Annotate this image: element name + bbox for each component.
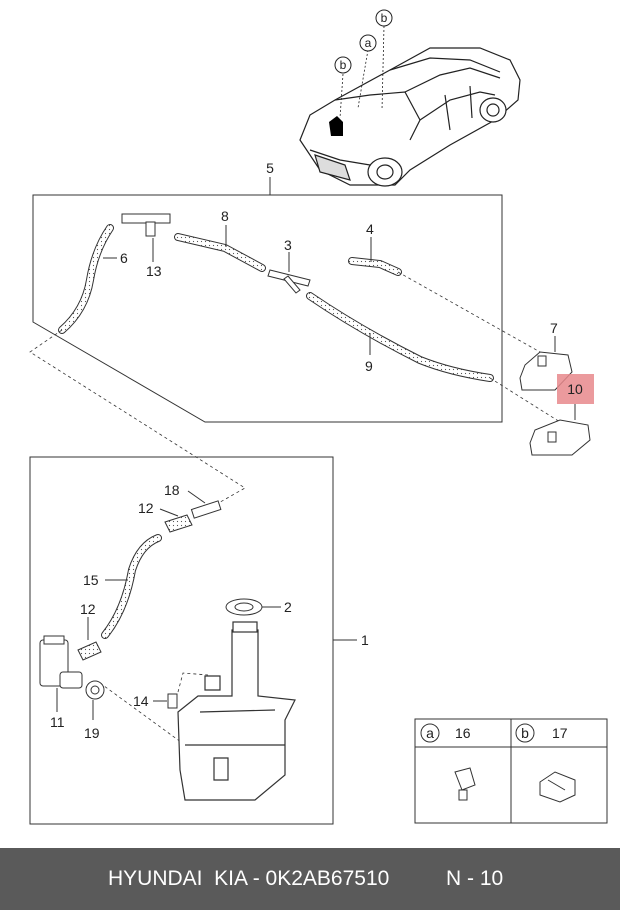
clip-14: [167, 693, 178, 709]
car-ref-b-left: b: [334, 56, 352, 74]
dashed-link-lines: [29, 271, 561, 746]
callout-8: 8: [221, 208, 229, 224]
callout-9: 9: [365, 358, 373, 374]
hose-assembly-frame: [32, 194, 503, 423]
hood-highlight-marker: [329, 116, 343, 136]
callout-2: 2: [284, 599, 292, 615]
callout-4: 4: [366, 221, 374, 237]
t-joint-13: [121, 213, 171, 237]
washer-nozzle-10: [529, 419, 591, 456]
car-ref-b-right-label: b: [381, 11, 388, 25]
legend-table: a 16 b 17: [414, 718, 608, 824]
washer-reservoir-tank: [177, 621, 296, 801]
legend-a-letter: a: [426, 725, 434, 741]
callout-19: 19: [84, 725, 100, 741]
joint-18: [190, 500, 222, 519]
callout-5: 5: [266, 160, 274, 176]
car-reference-lines: [339, 25, 385, 119]
hose-connector-12-lower: [77, 641, 102, 661]
callout-15: 15: [83, 572, 99, 588]
t-joint-3: [267, 269, 311, 294]
car-ref-a: a: [359, 34, 377, 52]
callout-7: 7: [550, 320, 558, 336]
callout-13: 13: [146, 263, 162, 279]
car-ref-a-label: a: [365, 36, 372, 50]
callout-18: 18: [164, 482, 180, 498]
callout-10: 10: [567, 381, 583, 397]
car-ref-b-right: b: [375, 9, 393, 27]
car-illustration: [299, 47, 521, 187]
grommet-19: [85, 680, 105, 700]
reservoir-cap-2: [225, 598, 263, 616]
callout-1: 1: [361, 632, 369, 648]
callout-14: 14: [133, 693, 149, 709]
part-10-highlight: [557, 374, 594, 404]
callout-11: 11: [50, 714, 65, 730]
car-ref-b-left-label: b: [340, 58, 347, 72]
clip-17-icon: [539, 771, 576, 803]
legend-a-part: 16: [455, 725, 471, 741]
footer-part-number: HYUNDAI KIA - 0K2AB67510: [108, 867, 390, 890]
callout-6: 6: [120, 250, 128, 266]
clip-16-icon: [454, 767, 476, 801]
footer-page-number: N - 10: [446, 867, 504, 890]
callout-3: 3: [284, 237, 292, 253]
callout-12-lower: 12: [80, 601, 96, 617]
hose-connector-12-upper: [164, 514, 193, 533]
footer-bar: HYUNDAI KIA - 0K2AB67510 N - 10: [0, 848, 620, 910]
washer-system-exploded-diagram: a b b 5 6 13 8 3 4 9: [29, 9, 608, 825]
legend-b-letter: b: [521, 725, 529, 741]
legend-b-part: 17: [552, 725, 568, 741]
washer-pump-11: [39, 635, 83, 689]
callout-12-upper: 12: [138, 500, 154, 516]
